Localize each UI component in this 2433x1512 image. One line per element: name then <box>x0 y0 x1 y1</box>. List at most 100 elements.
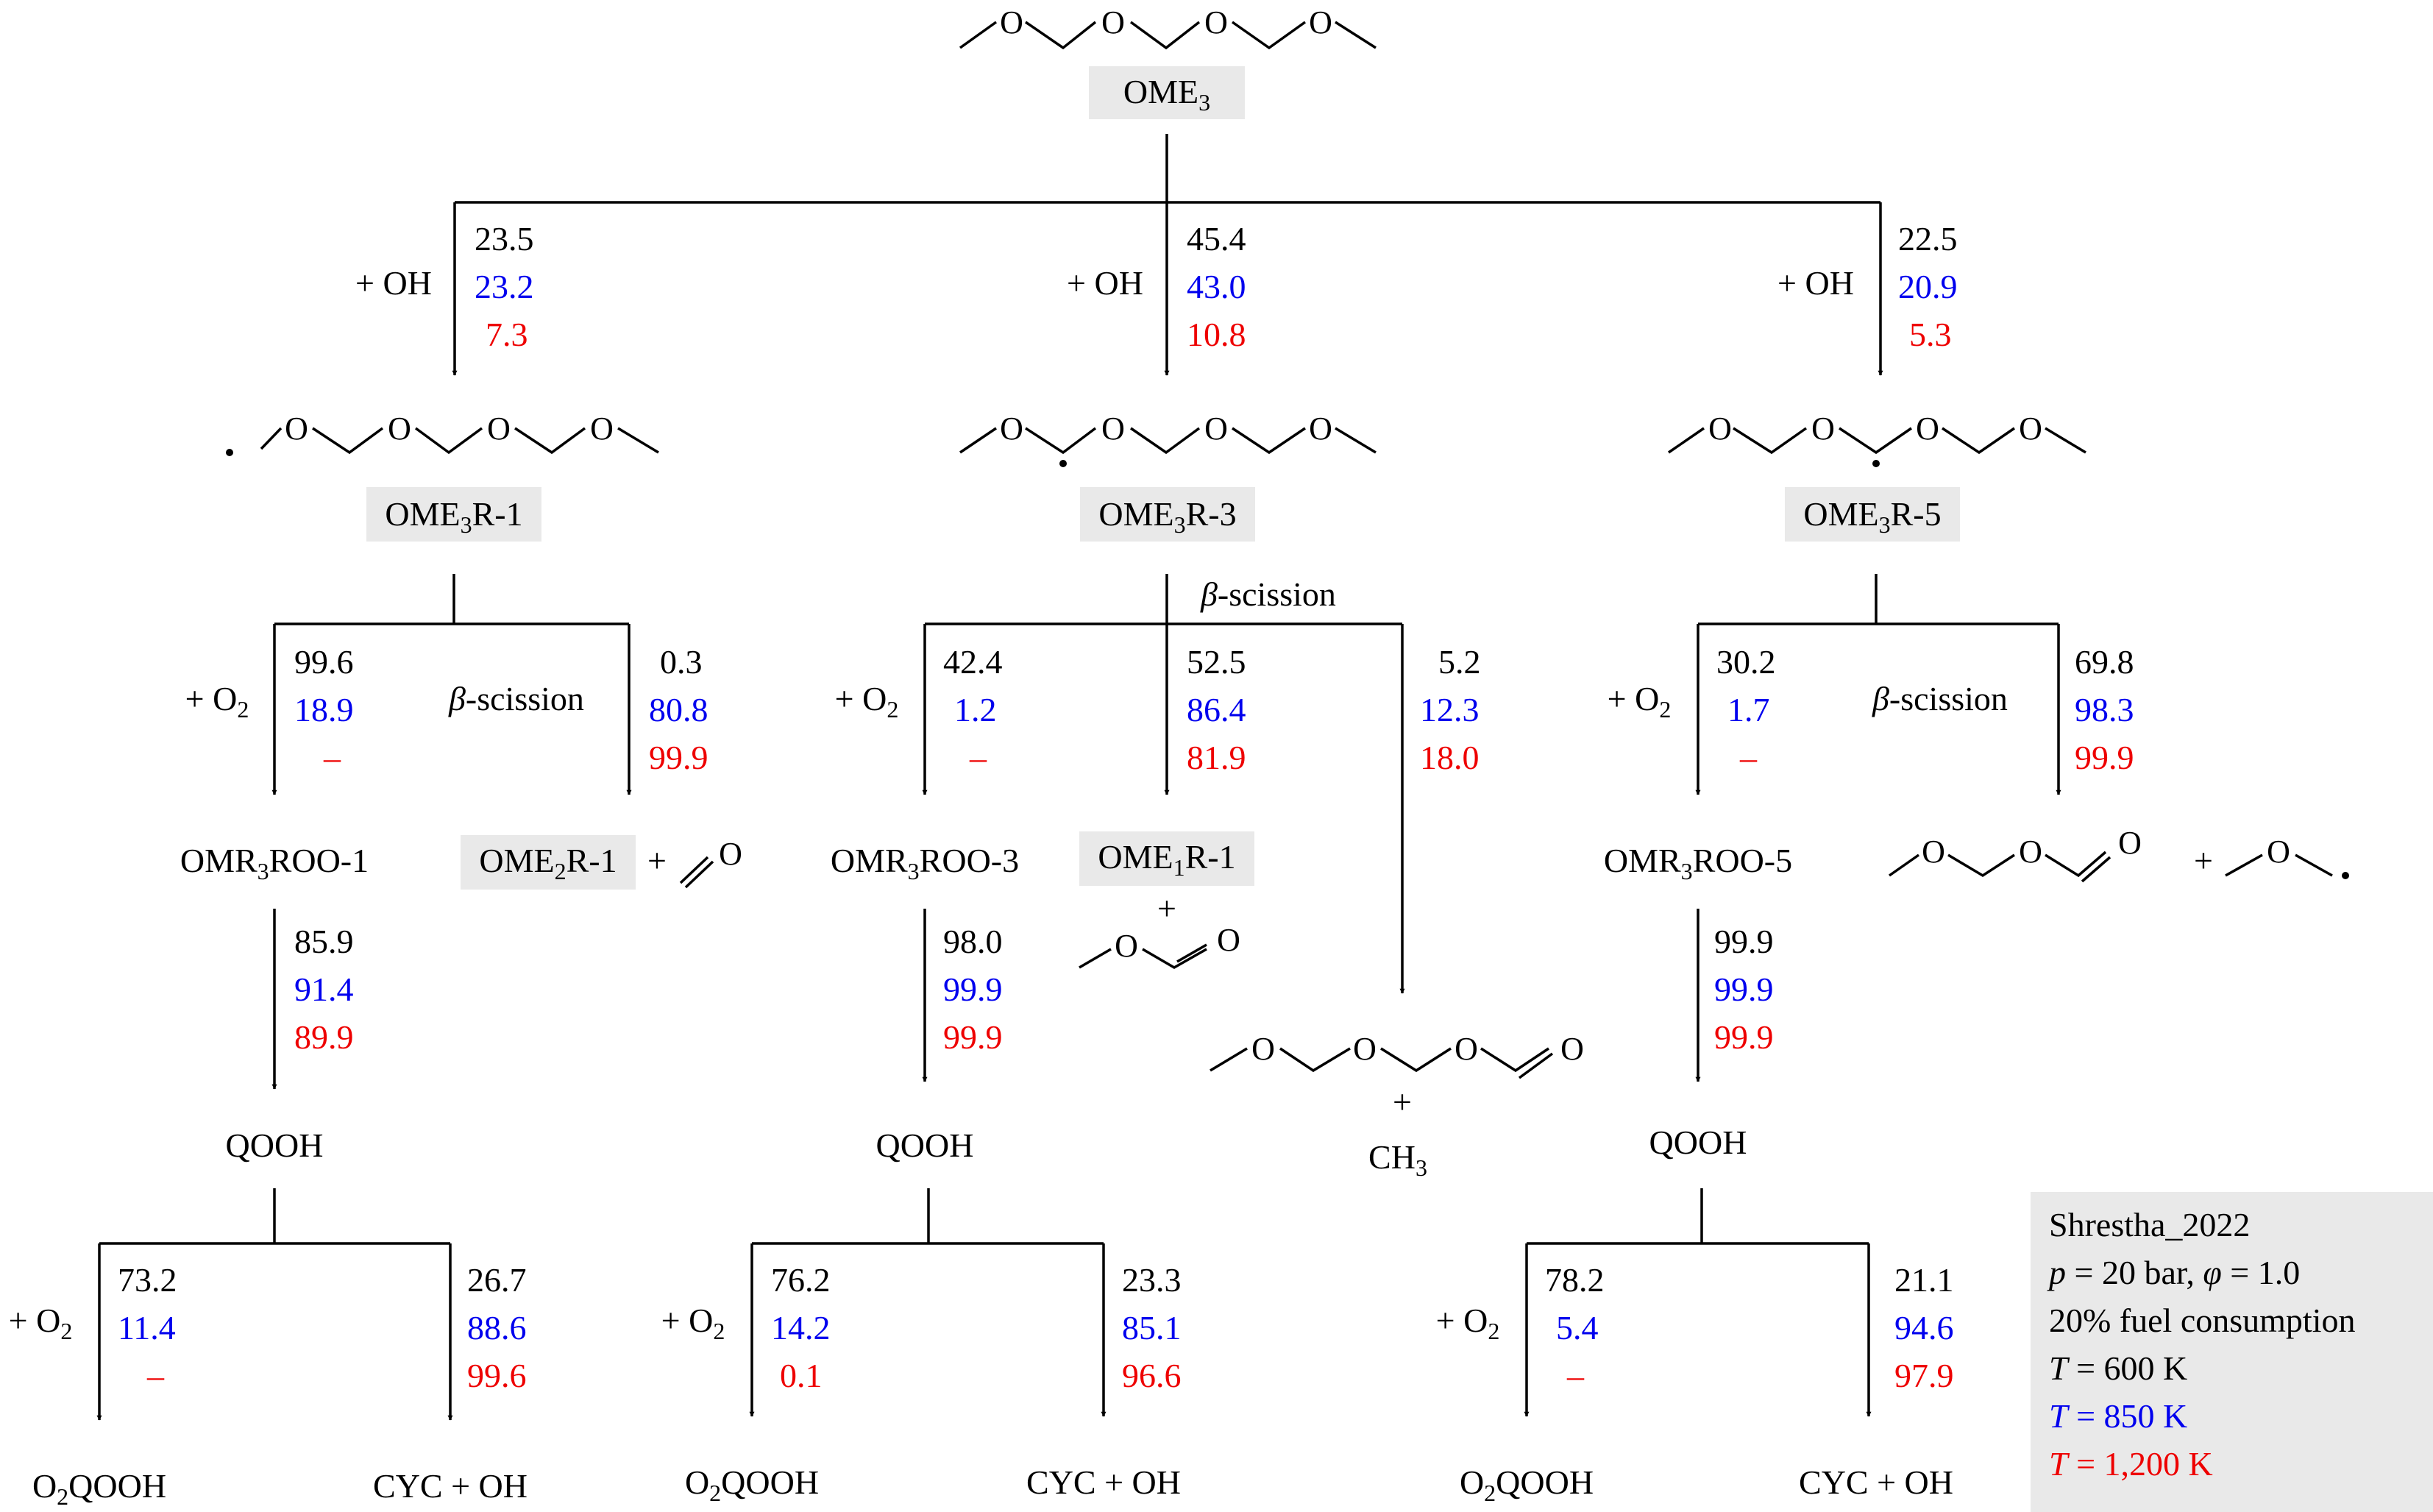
value-600k: 99.6 <box>294 643 354 681</box>
value-1200k: – <box>146 1357 165 1394</box>
value-850k: 5.4 <box>1556 1309 1599 1346</box>
value-1200k: – <box>1566 1357 1585 1394</box>
legend-source: Shrestha_2022 <box>2049 1206 2250 1243</box>
reagent-oh: + OH <box>355 264 432 302</box>
qooh-label: QOOH <box>226 1126 324 1164</box>
reagent-o2: + O2 <box>9 1302 73 1344</box>
root-label-box <box>1089 66 1245 119</box>
atom-o: O <box>1353 1031 1377 1067</box>
atom-o: O <box>1101 411 1125 447</box>
qooh-label: QOOH <box>876 1126 974 1164</box>
product-cyc-oh: CYC + OH <box>1026 1463 1181 1501</box>
value-600k: 85.9 <box>294 923 354 960</box>
value-850k: 1.2 <box>954 691 997 728</box>
value-850k: 91.4 <box>294 970 354 1008</box>
legend-conditions: p = 20 bar, φ = 1.0 <box>2047 1254 2300 1291</box>
third-step-lines <box>96 1188 1872 1421</box>
value-600k: 69.8 <box>2075 643 2134 681</box>
beta-scission-label: β-scission <box>1872 680 2008 717</box>
legend-t850: T = 850 K <box>2049 1397 2187 1435</box>
atom-o: O <box>487 411 511 447</box>
atom-o: O <box>285 411 308 447</box>
atom-o: O <box>1560 1031 1584 1067</box>
beta-scission-label: β-scission <box>1200 575 1336 613</box>
value-1200k: 81.9 <box>1187 739 1246 776</box>
radical-dot <box>2342 872 2349 879</box>
value-1200k: – <box>1739 739 1758 776</box>
atom-o: O <box>2019 411 2042 447</box>
product-omr3roo-3: OMR3ROO-3 <box>831 842 1019 884</box>
value-850k: 14.2 <box>771 1309 831 1346</box>
atom-o: O <box>2118 825 2142 861</box>
value-600k: 0.3 <box>660 643 703 681</box>
second-step-lines <box>271 574 2061 994</box>
ome1-formate-structure <box>1888 851 2111 883</box>
atom-o: O <box>1916 411 1939 447</box>
product-omr3roo-5: OMR3ROO-5 <box>1604 842 1792 884</box>
ome3-structure <box>959 21 1377 50</box>
value-1200k: 99.6 <box>467 1357 527 1394</box>
value-850k: 86.4 <box>1187 691 1246 728</box>
product-omr3roo-1: OMR3ROO-1 <box>180 842 369 884</box>
atom-o: O <box>1922 834 1945 870</box>
value-1200k: 18.0 <box>1420 739 1480 776</box>
value-850k: 43.0 <box>1187 268 1246 305</box>
value-1200k: 96.6 <box>1122 1357 1182 1394</box>
atom-o: O <box>1811 411 1835 447</box>
radical-dot <box>1872 460 1880 467</box>
value-600k: 99.9 <box>1714 923 1774 960</box>
isomerization-lines <box>271 909 1701 1090</box>
atom-o: O <box>388 411 411 447</box>
product-ome1r-1: OME1R-1 <box>1098 838 1235 881</box>
value-850k: 80.8 <box>649 691 708 728</box>
value-600k: 45.4 <box>1187 220 1246 258</box>
atom-o: O <box>2267 834 2290 870</box>
product-cyc-oh: CYC + OH <box>1799 1463 1953 1501</box>
formaldehyde-structure: O <box>679 836 742 889</box>
value-1200k: 97.9 <box>1894 1357 1954 1394</box>
radical-r1-box <box>366 487 541 542</box>
value-1200k: 0.1 <box>780 1357 823 1394</box>
radical-r1-label: OME3R-1 <box>385 495 522 538</box>
atom-o: O <box>1115 928 1138 964</box>
radical-r3-box <box>1080 487 1255 542</box>
value-600k: 23.5 <box>475 220 534 258</box>
atom-o: O <box>1708 411 1732 447</box>
ome3r5-structure <box>1668 427 2086 455</box>
value-600k: 30.2 <box>1716 643 1776 681</box>
atom-o: O <box>1309 411 1332 447</box>
product-o2qooh: O2QOOH <box>685 1463 819 1506</box>
radical-r5-label: OME3R-5 <box>1803 495 1941 538</box>
value-1200k: – <box>323 739 341 776</box>
ome3r3-structure <box>959 427 1377 455</box>
value-850k: 1.7 <box>1727 691 1770 728</box>
atom-o: O <box>1204 4 1228 40</box>
product-o2qooh: O2QOOH <box>1460 1463 1594 1506</box>
value-1200k: 89.9 <box>294 1018 354 1056</box>
value-1200k: 99.9 <box>2075 739 2134 776</box>
value-850k: 94.6 <box>1894 1309 1954 1346</box>
value-850k: 85.1 <box>1122 1309 1182 1346</box>
value-600k: 78.2 <box>1545 1261 1605 1299</box>
value-850k: 98.3 <box>2075 691 2134 728</box>
atom-o: O <box>1217 922 1240 958</box>
reagent-o2: + O2 <box>835 680 899 723</box>
plus-sign: + <box>1157 890 1176 927</box>
radical-dot <box>1059 460 1067 467</box>
value-1200k: 99.9 <box>943 1018 1003 1056</box>
ome2-formate-structure <box>1210 1047 1554 1079</box>
value-1200k: – <box>969 739 987 776</box>
value-850k: 99.9 <box>943 970 1003 1008</box>
value-600k: 52.5 <box>1187 643 1246 681</box>
atom-o: O <box>1101 4 1125 40</box>
qooh-label: QOOH <box>1649 1124 1747 1161</box>
radical-dot <box>226 449 233 456</box>
atom-o: O <box>1455 1031 1478 1067</box>
value-1200k: 99.9 <box>1714 1018 1774 1056</box>
ome1r1-box <box>1079 831 1254 886</box>
atom-o: O <box>590 411 614 447</box>
reagent-o2: + O2 <box>185 680 249 723</box>
value-1200k: 99.9 <box>649 739 708 776</box>
